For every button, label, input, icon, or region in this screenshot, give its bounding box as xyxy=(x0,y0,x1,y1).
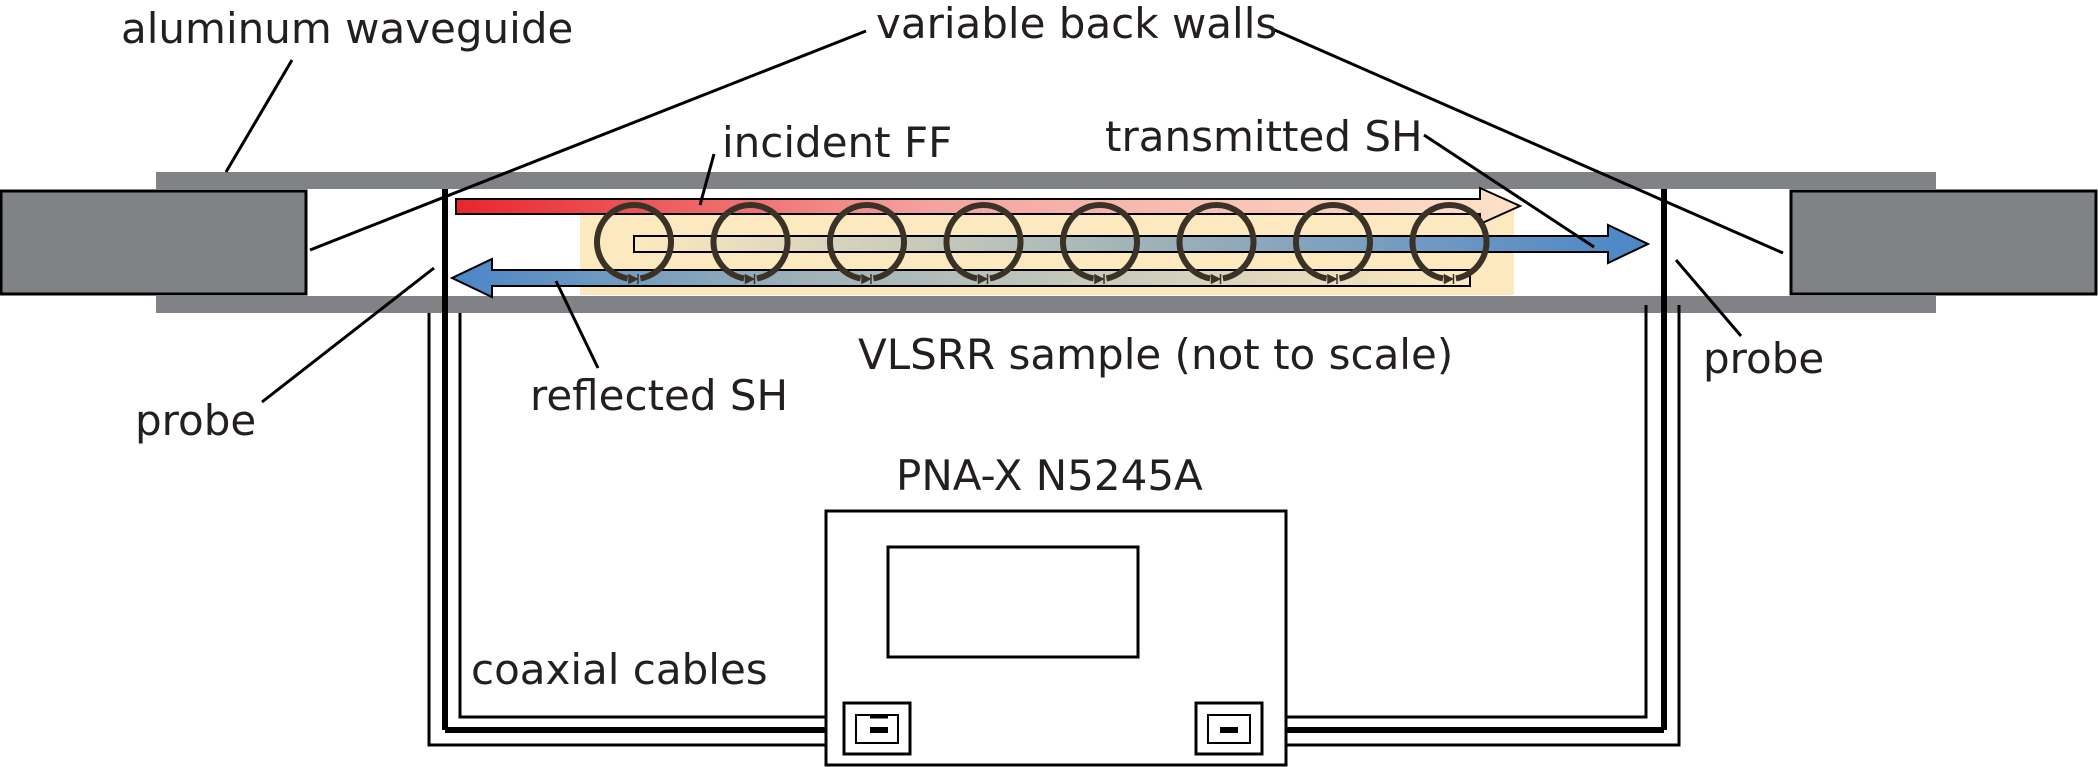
split-ring-resonator xyxy=(827,202,907,282)
label-incident-ff: incident FF xyxy=(722,118,952,167)
right-waveguide-block xyxy=(1789,189,2098,296)
label-variable-back-walls: variable back walls xyxy=(876,0,1277,48)
right-coaxial-cable-inner xyxy=(1236,305,1648,719)
split-ring-resonator xyxy=(1293,202,1373,282)
varactor-diode-mark xyxy=(1327,273,1338,285)
split-ring-resonator xyxy=(943,202,1024,282)
leader-reflected-sh xyxy=(554,280,600,369)
analyzer-screen xyxy=(886,545,1140,659)
leader-back-wall-right xyxy=(1269,26,1784,255)
varactor-diode-mark xyxy=(1094,273,1105,285)
transmitted-sh-arrow xyxy=(633,223,1651,265)
leader-back-wall-left xyxy=(309,29,867,252)
reflected-sh-arrow-shape xyxy=(449,257,1471,299)
label-sample: VLSRR sample (not to scale) xyxy=(858,330,1453,379)
waveguide-bottom-wall xyxy=(156,296,1936,313)
resonator-array xyxy=(594,202,1490,285)
varactor-diode-mark xyxy=(977,273,989,285)
split-ring-resonator xyxy=(1409,202,1490,282)
label-probe-right: probe xyxy=(1703,334,1824,383)
split-ring-resonator xyxy=(1176,202,1257,282)
leader-probe-left xyxy=(261,266,435,404)
varactor-diode-mark xyxy=(861,273,872,285)
varactor-diode-mark xyxy=(628,273,639,285)
label-coaxial-cables: coaxial cables xyxy=(471,645,768,694)
varactor-diode-mark xyxy=(744,273,756,285)
label-reflected-sh: reflected SH xyxy=(530,371,788,420)
split-ring-resonator xyxy=(594,202,674,282)
leader-aluminum-waveguide xyxy=(224,59,294,173)
label-analyzer: PNA-X N5245A xyxy=(896,451,1203,500)
varactor-diode-mark xyxy=(1210,273,1222,285)
label-aluminum-waveguide: aluminum waveguide xyxy=(121,4,573,53)
label-transmitted-sh: transmitted SH xyxy=(1105,112,1423,161)
split-ring-resonator xyxy=(1060,202,1140,282)
label-probe-left: probe xyxy=(135,396,256,445)
varactor-diode-mark xyxy=(1443,273,1455,285)
leader-incident-ff xyxy=(698,153,716,206)
right-coaxial-cable-outer xyxy=(1196,305,1681,747)
leader-transmitted-sh xyxy=(1423,133,1595,249)
left-coaxial-cable-inner xyxy=(458,313,870,719)
split-ring-resonator xyxy=(710,202,791,282)
leader-probe-right xyxy=(1674,259,1743,337)
right-port-connector-inner xyxy=(1207,714,1251,744)
waveguide-top-wall xyxy=(156,172,1936,189)
left-waveguide-block xyxy=(0,189,308,296)
